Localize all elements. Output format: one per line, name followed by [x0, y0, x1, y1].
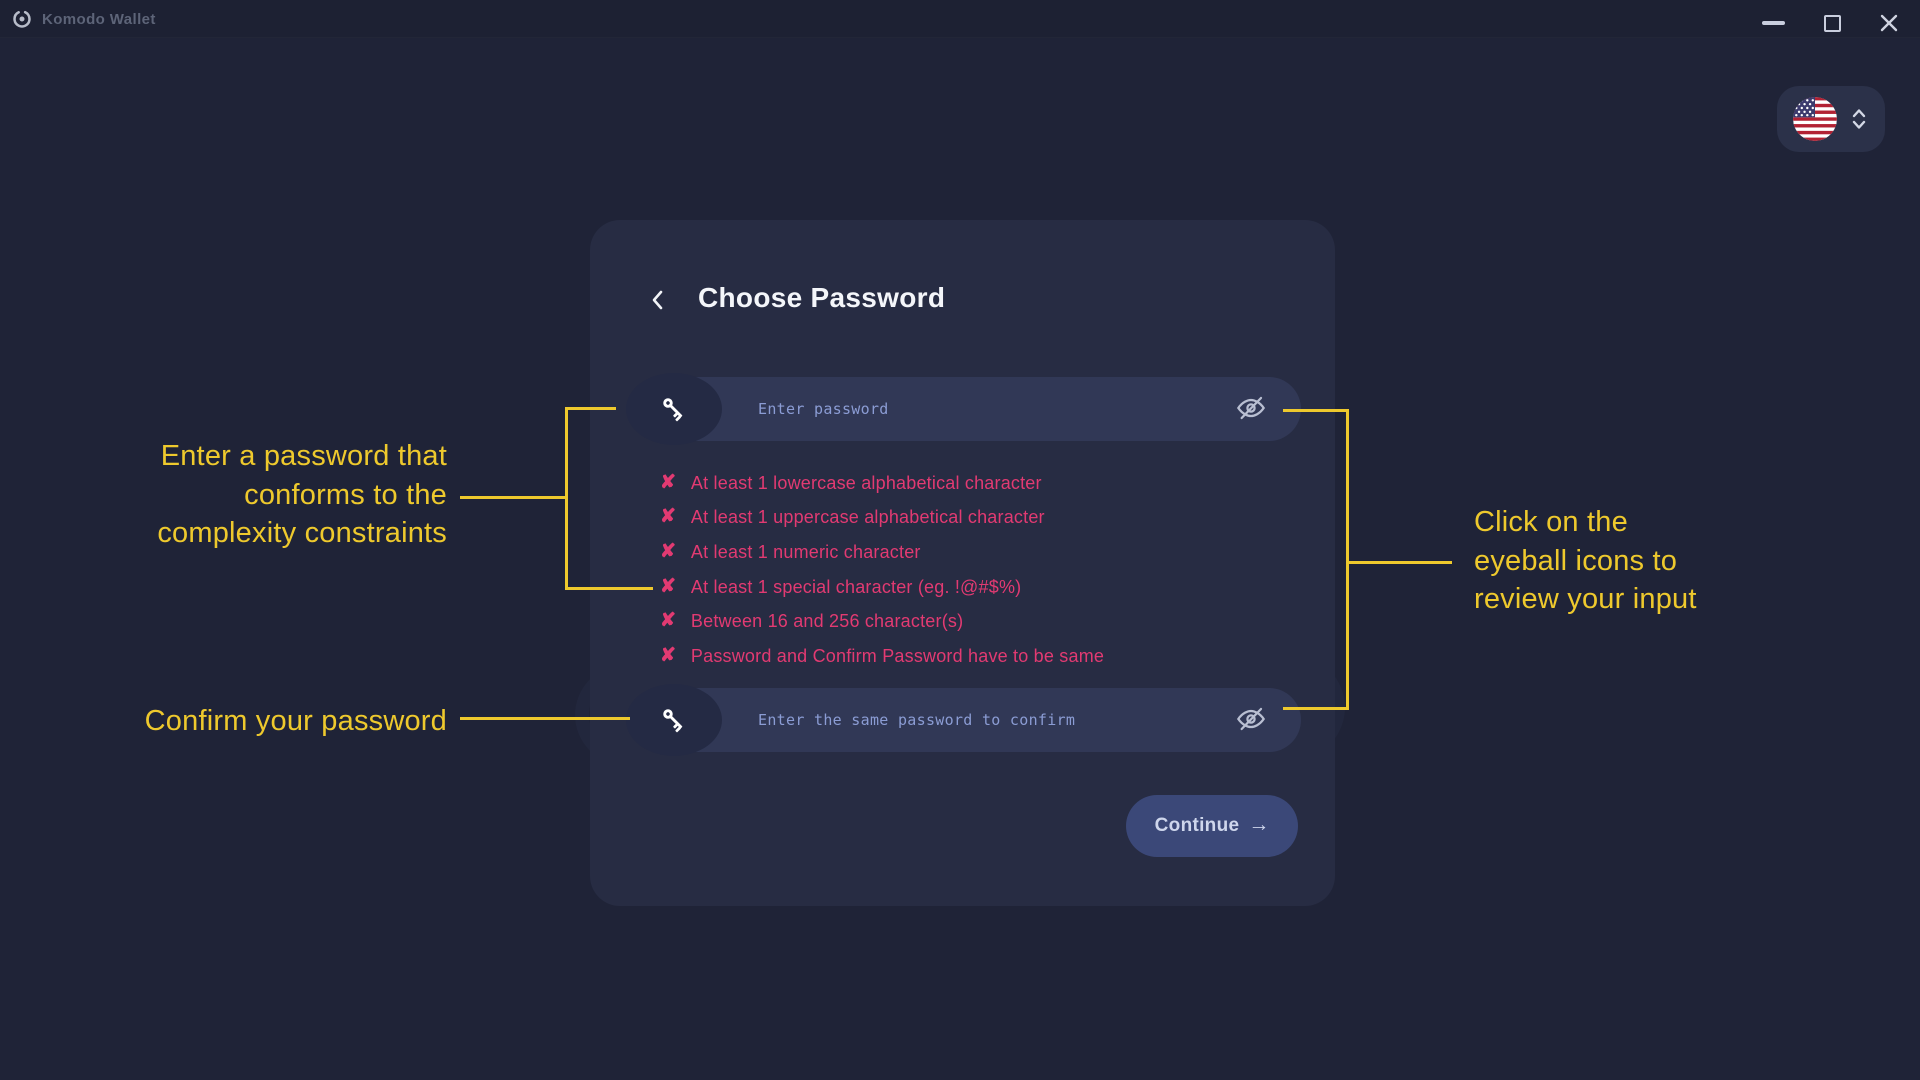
close-icon — [1880, 14, 1898, 32]
us-flag-icon — [1793, 97, 1837, 141]
close-button[interactable] — [1873, 8, 1905, 38]
x-mark-icon: ✘ — [660, 644, 676, 666]
key-icon — [626, 373, 722, 445]
annotation-bracket-line — [1283, 409, 1346, 412]
confirm-visibility-toggle[interactable] — [1231, 702, 1271, 736]
eyeball-annotation: Click on the eyeball icons to review you… — [1474, 506, 1697, 615]
up-down-chevrons-icon — [1852, 109, 1866, 129]
x-mark-icon: ✘ — [660, 471, 676, 493]
password-annotation: Enter a password that conforms to the co… — [157, 440, 447, 549]
x-mark-icon: ✘ — [660, 506, 676, 528]
annotation-connector-line — [460, 717, 630, 720]
annotation-bracket-line — [565, 407, 568, 590]
eye-slash-icon — [1236, 396, 1266, 420]
back-button[interactable] — [644, 286, 672, 314]
continue-button[interactable]: Continue → — [1126, 795, 1298, 857]
validation-item: ✘ At least 1 special character (eg. !@#$… — [660, 575, 1022, 597]
titlebar: Komodo Wallet — [0, 0, 1920, 38]
key-icon — [626, 684, 722, 756]
password-validation-list: ✘ At least 1 lowercase alphabetical char… — [660, 466, 1104, 674]
validation-item: ✘ At least 1 numeric character — [660, 540, 921, 562]
dialog-title: Choose Password — [698, 282, 946, 313]
password-visibility-toggle[interactable] — [1231, 391, 1271, 425]
maximize-button[interactable] — [1816, 8, 1848, 38]
eye-slash-icon — [1236, 707, 1266, 731]
annotation-bracket-line — [565, 587, 653, 590]
annotation-connector-line — [1346, 561, 1452, 564]
chevron-left-icon — [652, 290, 663, 310]
password-input[interactable] — [628, 377, 1301, 441]
choose-password-card — [590, 220, 1335, 906]
password-field — [626, 373, 1301, 445]
validation-item: ✘ Password and Confirm Password have to … — [660, 644, 1105, 666]
annotation-bracket-line — [1283, 707, 1346, 710]
x-mark-icon: ✘ — [660, 610, 676, 632]
language-selector[interactable] — [1777, 86, 1885, 152]
annotation-connector-line — [460, 496, 567, 499]
confirm-password-input[interactable] — [628, 688, 1301, 752]
annotation-bracket-line — [565, 407, 616, 410]
confirm-annotation: Confirm your password — [144, 705, 447, 737]
validation-item: ✘ Between 16 and 256 character(s) — [660, 610, 964, 632]
app-title: Komodo Wallet — [42, 11, 156, 28]
minimize-icon — [1761, 21, 1785, 25]
validation-item: ✘ At least 1 uppercase alphabetical char… — [660, 506, 1045, 528]
minimize-button[interactable] — [1757, 8, 1789, 38]
x-mark-icon: ✘ — [660, 540, 676, 562]
annotation-bracket-line — [1346, 409, 1349, 710]
confirm-password-field — [626, 684, 1301, 756]
maximize-icon — [1823, 14, 1841, 32]
komodo-logo-icon — [12, 9, 32, 29]
arrow-right-icon: → — [1248, 813, 1270, 836]
x-mark-icon: ✘ — [660, 575, 676, 597]
validation-item: ✘ At least 1 lowercase alphabetical char… — [660, 471, 1042, 493]
